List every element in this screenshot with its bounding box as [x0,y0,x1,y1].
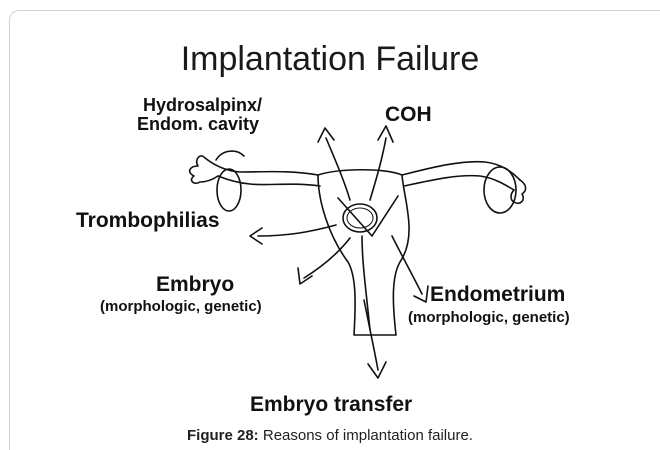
label-embryo-sub: (morphologic, genetic) [100,299,262,314]
left-ovary [217,169,241,211]
label-coh: COH [385,104,432,125]
figure-title: Implantation Failure [0,42,660,76]
right-fimbriae [511,180,526,203]
label-endometrium: Endometrium [430,284,565,305]
label-embryo: Embryo [156,274,234,295]
uterine-canal [362,236,370,330]
label-embryo-transfer: Embryo transfer [250,394,412,415]
right-tube-lower [404,176,514,190]
arrow-hydrosalpinx [318,128,350,200]
label-endometrium-sub: (morphologic, genetic) [408,310,570,325]
arrow-trombophilias [250,225,336,244]
caption-text: Reasons of implantation failure. [259,427,473,444]
left-fimbriae-curl [216,151,244,160]
caption-label: Figure 28: [187,427,259,444]
arrow-coh [370,126,393,200]
left-fimbriae [190,156,218,183]
figure-caption: Figure 28: Reasons of implantation failu… [0,428,660,443]
label-hydrosalpinx-line2: Endom. cavity [137,115,259,133]
label-trombophilias: Trombophilias [76,210,220,231]
right-fallopian-tube [402,162,520,180]
arrow-embryo [298,238,350,284]
right-ovary [484,167,516,213]
uterus-outline [318,170,409,335]
left-tube-lower [218,176,320,186]
label-hydrosalpinx-line1: Hydrosalpinx/ [143,96,262,114]
embryo-inner [347,208,373,228]
